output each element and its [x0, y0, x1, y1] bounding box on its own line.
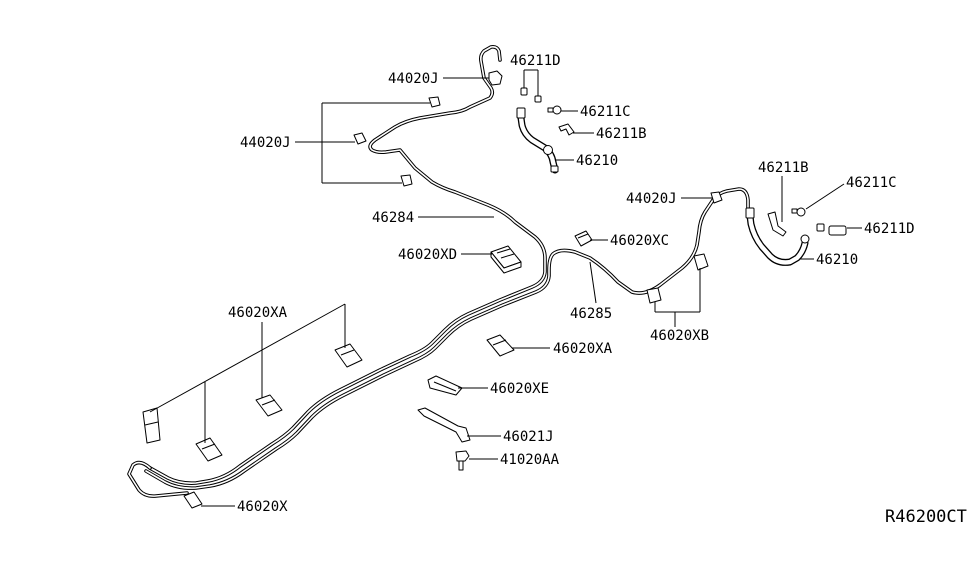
hose-rear-fitting-upper [745, 207, 755, 219]
clamp-46020xa-d [142, 407, 161, 444]
brake-tube-46284-outline [148, 45, 547, 485]
callout-46211c-front[interactable]: 46211C [580, 104, 631, 120]
leader-46020xb [654, 268, 701, 327]
retainer-top-b [534, 95, 542, 103]
clamp-46020xa-e-detail [492, 339, 507, 346]
callout-46020xd[interactable]: 46020XD [398, 247, 457, 263]
bolt-rear-shank [791, 208, 798, 214]
bracket-46021j [417, 407, 471, 443]
leader-46211d-top [523, 69, 539, 96]
callout-46020xa-right[interactable]: 46020XA [553, 341, 613, 357]
retainer-top-a [520, 87, 528, 96]
clamp-46020xc [574, 230, 593, 247]
clip-left-upper [428, 96, 441, 108]
callout-labels: 46211D 44020J 46211C 46211B 44020J 46210… [228, 53, 967, 527]
brake-tube-46284 [148, 45, 547, 485]
brake-tube-46284-core [149, 46, 546, 484]
bolt-rear-head [796, 207, 806, 217]
clip-right [710, 191, 723, 204]
clamp-46020xd-detail [496, 248, 515, 259]
clip-left-lower [400, 174, 413, 187]
bolt-41020aa-head [455, 450, 470, 462]
callout-46020xc[interactable]: 46020XC [610, 233, 669, 249]
callout-46211b-front[interactable]: 46211B [596, 126, 647, 142]
leader-44020j-left [295, 102, 430, 184]
callout-41020aa[interactable]: 41020AA [500, 452, 560, 468]
hose-front-fitting-mid [543, 145, 553, 155]
callout-46020xb[interactable]: 46020XB [650, 328, 709, 344]
callout-46285[interactable]: 46285 [570, 306, 612, 322]
callout-46211d-rear[interactable]: 46211D [864, 221, 915, 237]
leader-46211c-rear [805, 183, 845, 210]
clamp-46020xe [427, 375, 463, 396]
leader-46285 [589, 261, 597, 304]
callout-46020x[interactable]: 46020X [237, 499, 288, 515]
clip-left-middle [353, 132, 367, 145]
hose-front-fitting-upper [516, 107, 526, 119]
bolt-front-shank [547, 107, 554, 113]
clamp-46020xb-lower [646, 287, 662, 304]
hose-rear-fitting-lower [800, 234, 810, 244]
clamp-46020xa-a-detail [340, 349, 355, 356]
retainer-rear-b [828, 225, 847, 236]
leader-46020xa-left [149, 303, 346, 443]
clamp-46020xa-d-detail [144, 421, 159, 426]
clamp-46020xa-a [334, 343, 363, 368]
retainer-rear-a [816, 223, 825, 232]
clamp-46020xb-upper [693, 253, 709, 271]
callout-46211c-rear[interactable]: 46211C [846, 175, 897, 191]
callout-46210-front[interactable]: 46210 [576, 153, 618, 169]
callout-44020j-top[interactable]: 44020J [388, 71, 439, 87]
bolt-41020aa-shank [458, 460, 464, 471]
callout-46211d-top[interactable]: 46211D [510, 53, 561, 69]
callout-46284[interactable]: 46284 [372, 210, 414, 226]
parts-group [142, 70, 847, 509]
diagram-code: R46200CT [885, 507, 967, 527]
clamp-46020xc-detail [577, 233, 589, 239]
clamp-46020xe-detail [433, 381, 457, 392]
callout-44020j-left[interactable]: 44020J [240, 135, 291, 151]
bracket-rear [767, 211, 787, 237]
clamp-46020xa-e [486, 334, 515, 357]
callout-46020xe[interactable]: 46020XE [490, 381, 549, 397]
clamp-46020xd-side [490, 251, 522, 274]
clamp-46020xa-c-detail [201, 443, 216, 450]
hose-front-fitting-lower [550, 165, 559, 173]
clamp-46020xa-b [255, 394, 283, 417]
clamp-46020x [183, 491, 203, 509]
callout-46210-rear[interactable]: 46210 [816, 252, 858, 268]
clamp-46020xa-b-detail [261, 399, 276, 406]
bolt-front-head [552, 105, 562, 115]
callout-44020j-right[interactable]: 44020J [626, 191, 677, 207]
bracket-front [558, 123, 575, 136]
clamp-46020xa-c [195, 437, 223, 462]
callout-46020xa-left[interactable]: 46020XA [228, 305, 288, 321]
callout-46211b-rear[interactable]: 46211B [758, 160, 809, 176]
leader-lines [149, 69, 862, 507]
callout-46021j[interactable]: 46021J [503, 429, 554, 445]
brake-hose-front [521, 118, 555, 170]
clip-top [488, 70, 503, 86]
